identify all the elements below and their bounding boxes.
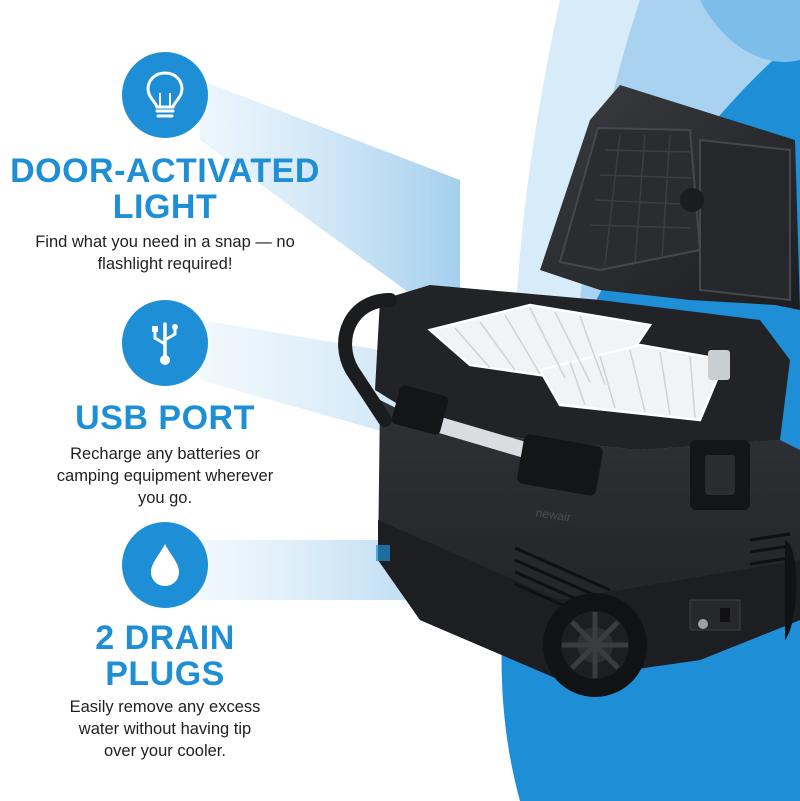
brand-logo: newair	[535, 506, 572, 525]
desc-line: over your cooler.	[104, 742, 226, 760]
beam-light	[200, 80, 460, 330]
feature-title-drain-plugs: 2 DRAIN PLUGS	[0, 620, 330, 692]
desc-line: Find what you need in a snap — no	[35, 233, 295, 251]
desc-line: Easily remove any excess	[69, 698, 261, 716]
desc-line: Recharge any batteries or	[70, 445, 260, 463]
feature-desc-usb-port: Recharge any batteries or camping equipm…	[15, 443, 315, 509]
title-line: 2 DRAIN	[95, 619, 235, 657]
cooler: newair	[338, 85, 800, 697]
wire-baskets	[427, 303, 727, 422]
feature-desc-door-light: Find what you need in a snap — no flashl…	[15, 231, 315, 275]
bg-arc-top	[700, 0, 800, 62]
desc-line: camping equipment wherever	[56, 467, 274, 485]
feature-desc-drain-plugs: Easily remove any excess water without h…	[15, 696, 315, 762]
title-line: LIGHT	[112, 188, 218, 226]
desc-line: you go.	[137, 489, 193, 507]
title-line: DOOR-ACTIVATED	[10, 152, 320, 190]
lightbulb-icon	[122, 52, 208, 138]
desc-line: water without having tip	[78, 720, 252, 738]
title-line: USB PORT	[75, 399, 255, 437]
title-line: PLUGS	[105, 655, 225, 693]
feature-title-door-light: DOOR-ACTIVATED LIGHT	[0, 153, 330, 225]
wheel-front	[543, 593, 647, 697]
usb-icon	[122, 300, 208, 386]
wheel-rear	[785, 540, 797, 640]
desc-line: flashlight required!	[97, 255, 233, 273]
feature-title-usb-port: USB PORT	[0, 400, 330, 436]
water-drop-icon	[122, 522, 208, 608]
